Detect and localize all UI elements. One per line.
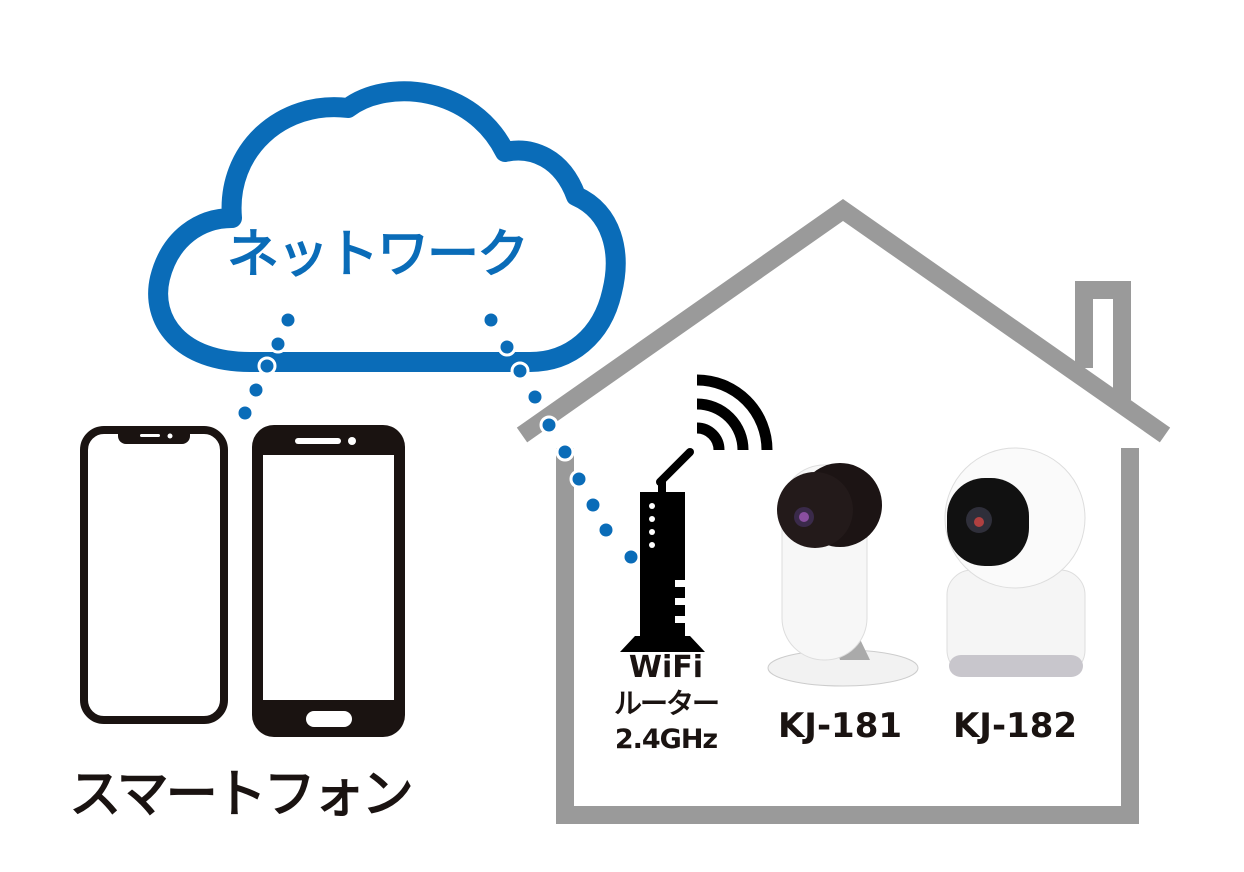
connection-dot	[497, 337, 517, 357]
cloud-label: ネットワーク	[226, 225, 529, 285]
cloud-shape	[148, 81, 626, 372]
connection-dot	[278, 310, 298, 330]
router-label-router: ルーター	[613, 687, 720, 720]
connection-dot	[510, 361, 530, 381]
router-label-frequency: 2.4GHz	[614, 724, 718, 755]
smartphone-label: スマートフォン	[69, 765, 413, 825]
connection-dot	[268, 334, 288, 354]
connection-dot	[539, 415, 559, 435]
connection-dot	[246, 380, 266, 400]
smartphone-android-icon	[252, 425, 405, 737]
camera-kj-181-image	[767, 463, 919, 687]
connection-dot	[583, 495, 603, 515]
house-outline	[516, 199, 1171, 824]
connection-dot	[621, 547, 641, 567]
camera-kj-182-label: KJ-182	[952, 706, 1078, 746]
connection-dot	[481, 310, 501, 330]
camera-kj-182-image	[944, 447, 1086, 677]
wifi-signal-icon	[696, 374, 773, 451]
connection-dot	[596, 520, 616, 540]
connection-dots	[235, 310, 641, 567]
connection-dot	[569, 469, 589, 489]
smartphone-notch-icon	[80, 426, 228, 724]
camera-kj-181-label: KJ-181	[777, 706, 903, 746]
connection-dot	[555, 442, 575, 462]
connection-dot	[257, 356, 277, 376]
connection-dot	[235, 403, 255, 423]
router-label-wifi: WiFi	[628, 650, 704, 685]
connection-dot	[525, 387, 545, 407]
wifi-router-icon	[620, 448, 705, 652]
